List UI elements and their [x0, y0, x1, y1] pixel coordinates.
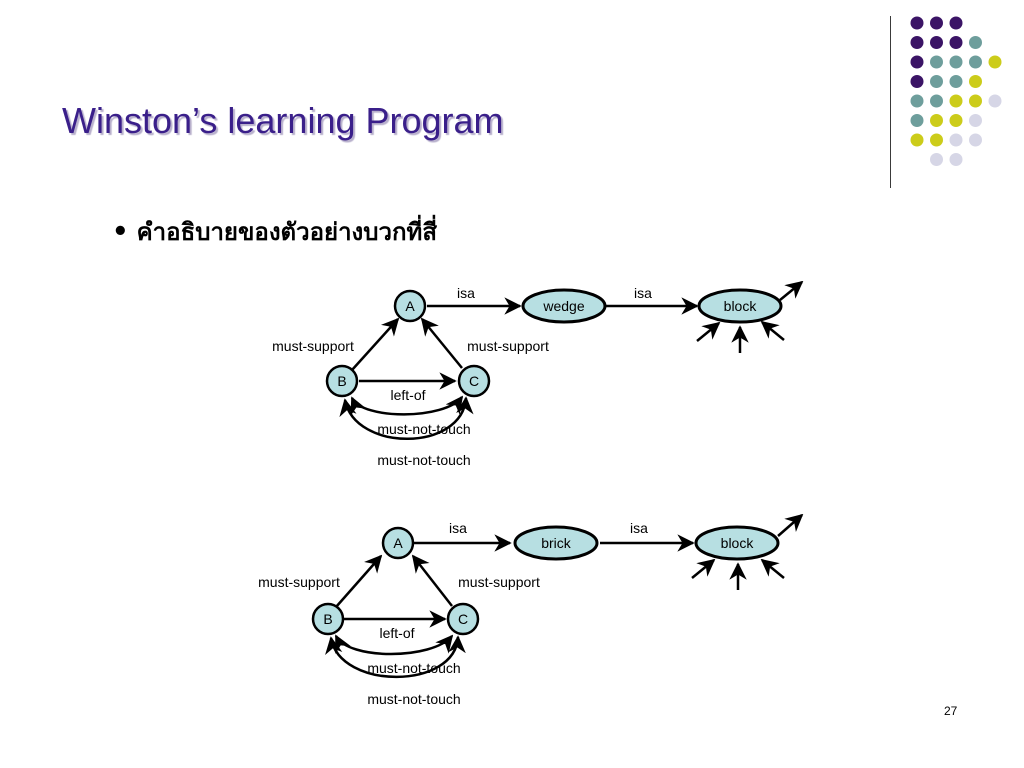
- decorative-dot: [988, 94, 1002, 108]
- label-outer-loop: must-not-touch: [377, 452, 470, 468]
- node-middle-label: brick: [541, 535, 572, 551]
- decorative-dot: [910, 36, 924, 49]
- decorative-dot: [949, 36, 963, 49]
- node-a: [381, 526, 415, 560]
- decorative-dot: [930, 114, 943, 127]
- label-outer-loop: must-not-touch: [367, 691, 460, 707]
- decorative-dot: [949, 114, 963, 127]
- node-a: [393, 289, 427, 323]
- node-right: [697, 288, 783, 324]
- decorative-dot: [969, 114, 982, 127]
- node-b: [311, 602, 345, 636]
- node-right-label: block: [721, 535, 755, 551]
- decorative-dot: [930, 153, 943, 166]
- label-c-to-a: must-support: [467, 338, 549, 354]
- diagram-top: A B C wedge block isa isa must-support m…: [272, 280, 804, 468]
- decorative-dot: [930, 55, 943, 69]
- diagram-bottom: A B C brick block isa isa must-support m…: [258, 513, 804, 707]
- stub-arrow-out: [779, 280, 804, 301]
- label-middle-to-right: isa: [634, 285, 652, 301]
- decorative-dot: [969, 55, 982, 69]
- label-b-to-a: must-support: [258, 574, 340, 590]
- decorative-dot: [910, 75, 924, 88]
- node-right: [694, 525, 780, 561]
- stub-arrow-out: [777, 513, 804, 537]
- node-middle: [513, 525, 599, 561]
- decorative-dot: [969, 75, 982, 88]
- decorative-dot: [910, 94, 924, 108]
- decorative-dot: [930, 94, 943, 108]
- decorative-dot: [930, 75, 943, 88]
- decorative-dot: [949, 94, 963, 108]
- label-b-to-a: must-support: [272, 338, 354, 354]
- decorative-dot: [910, 133, 924, 147]
- decorative-dot: [969, 94, 982, 108]
- page-number: 27: [944, 704, 958, 718]
- decorative-dot: [949, 75, 963, 88]
- node-c-label: C: [469, 373, 479, 389]
- label-a-to-middle: isa: [457, 285, 475, 301]
- decorative-dot: [930, 133, 943, 147]
- edge-b-to-a: [351, 317, 400, 371]
- node-b-label: B: [323, 611, 332, 627]
- stub-arrow-in-right: [760, 558, 785, 579]
- bullet-item: • คำอธิบายของตัวอย่างบวกที่สี่: [112, 212, 437, 251]
- bullet-dot-icon: •: [112, 216, 129, 247]
- node-b: [325, 364, 359, 398]
- slide-title: Winston’s learning Program: [62, 100, 504, 141]
- node-c: [457, 364, 491, 398]
- node-a-label: A: [393, 535, 403, 551]
- label-b-to-c: left-of: [379, 625, 414, 641]
- node-c: [446, 602, 480, 636]
- decorative-dot: [930, 16, 943, 30]
- vertical-divider: [890, 16, 891, 188]
- label-c-to-a: must-support: [458, 574, 540, 590]
- node-c-label: C: [458, 611, 468, 627]
- label-inner-loop: must-not-touch: [377, 421, 470, 437]
- bullet-text: คำอธิบายของตัวอย่างบวกที่สี่: [136, 217, 437, 246]
- decorative-dot: [949, 16, 963, 30]
- edge-outer-loop: [339, 396, 474, 440]
- decorative-dot: [949, 153, 963, 166]
- node-middle: [521, 288, 607, 324]
- node-right-label: block: [724, 298, 758, 314]
- decorative-dot: [910, 16, 924, 30]
- edge-c-to-a: [411, 554, 453, 607]
- decorative-dot: [949, 133, 963, 147]
- decorative-dot: [969, 36, 982, 49]
- label-middle-to-right: isa: [630, 520, 648, 536]
- edge-b-to-a: [335, 554, 383, 608]
- stub-arrow-in-left: [691, 558, 716, 579]
- stub-arrow-in-left: [696, 321, 721, 342]
- label-inner-loop: must-not-touch: [367, 660, 460, 676]
- label-b-to-c: left-of: [390, 387, 425, 403]
- decorative-dot: [969, 133, 982, 147]
- edge-outer-loop: [325, 635, 466, 678]
- stub-arrow-in-right: [760, 320, 785, 341]
- node-b-label: B: [337, 373, 346, 389]
- decorative-dot: [949, 55, 963, 69]
- label-a-to-middle: isa: [449, 520, 467, 536]
- edge-c-to-a: [420, 317, 463, 369]
- decorative-dot: [988, 55, 1002, 69]
- node-a-label: A: [405, 298, 415, 314]
- decorative-dot: [910, 114, 924, 127]
- decorative-dot: [930, 36, 943, 49]
- decorative-dot: [910, 55, 924, 69]
- node-middle-label: wedge: [542, 298, 584, 314]
- decorative-dot-grid: [910, 16, 1002, 166]
